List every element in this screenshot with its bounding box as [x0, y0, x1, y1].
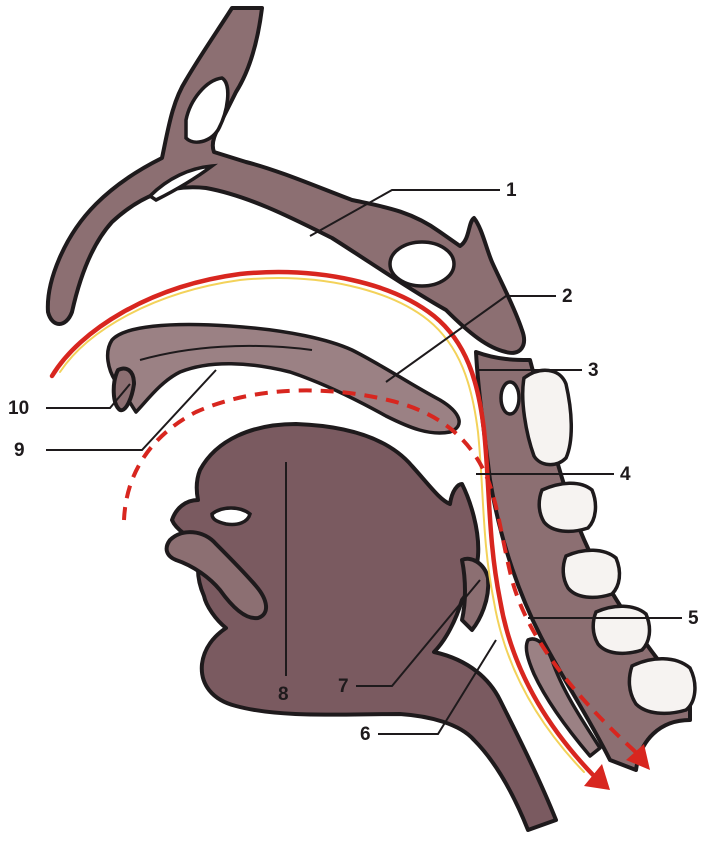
label-8: 8 — [278, 684, 289, 705]
label-2: 2 — [562, 286, 573, 307]
label-5: 5 — [688, 608, 699, 629]
label-10: 10 — [8, 398, 29, 419]
atlas-arch — [501, 382, 519, 414]
sphenoid-sinus — [390, 242, 454, 286]
oral-opening — [212, 508, 250, 525]
label-7: 7 — [338, 676, 349, 697]
vertebra-c6 — [629, 659, 695, 714]
vertebra-c5 — [593, 606, 649, 653]
epiglottis — [462, 559, 488, 630]
label-1: 1 — [506, 180, 517, 201]
vertebra-c3 — [539, 483, 595, 531]
label-9: 9 — [14, 440, 25, 461]
label-4: 4 — [620, 464, 631, 485]
palate — [108, 325, 460, 434]
label-6: 6 — [360, 724, 371, 745]
nasal-bone — [48, 8, 524, 353]
vertebra-c4 — [563, 550, 619, 597]
label-3: 3 — [588, 360, 599, 381]
